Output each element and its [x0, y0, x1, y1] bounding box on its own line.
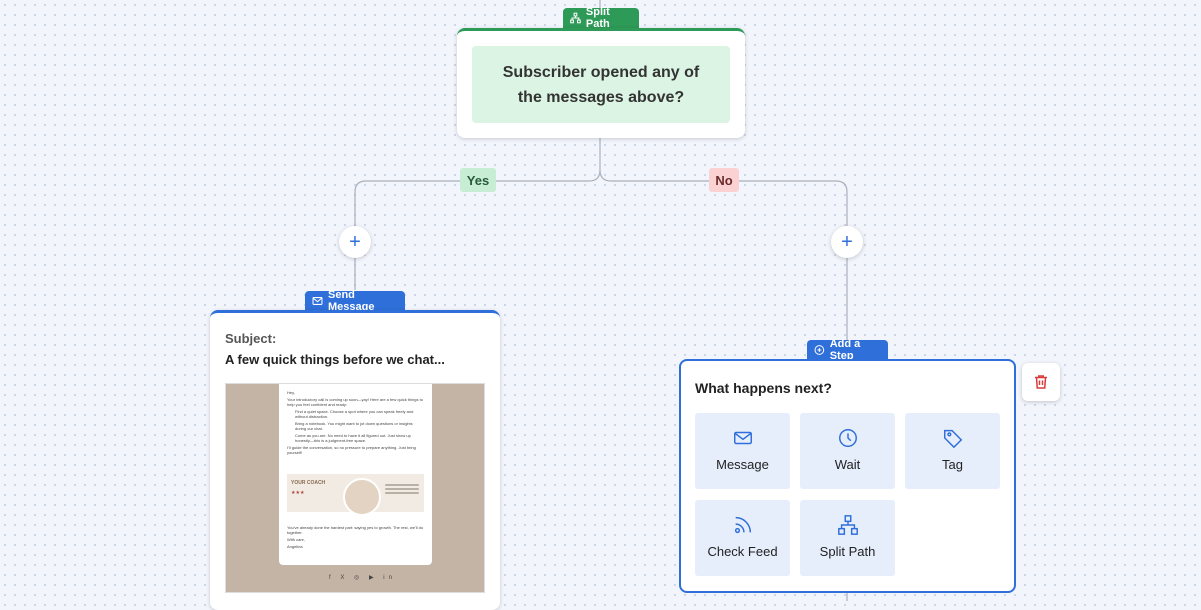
preview-item-2: Bring a notebook. You might want to jot … [295, 421, 413, 431]
preview-item-1: Find a quiet space. Choose a spot where … [295, 409, 414, 419]
split-path-badge-label: Split Path [585, 6, 610, 30]
split-condition: Subscriber opened any of the messages ab… [472, 46, 730, 123]
send-message-card[interactable]: Subject: A few quick things before we ch… [210, 310, 500, 610]
option-message-label: Message [716, 457, 769, 472]
envelope-icon [312, 297, 323, 305]
envelope-icon [733, 431, 752, 445]
add-step-title: What happens next? [695, 380, 832, 396]
preview-sign-off: With care, [287, 537, 306, 542]
linkedin-icon: in [383, 575, 396, 581]
trash-icon [1035, 375, 1047, 389]
yes-branch-label: Yes [460, 168, 496, 192]
plus-circle-icon [814, 345, 825, 355]
x-icon: X [340, 575, 349, 581]
preview-closing: I'll guide the conversation, so no press… [287, 445, 416, 455]
email-preview-paper: Hey, Your introductory call is coming up… [279, 384, 432, 565]
preview-social-icons: f X ◎ ▶ in [329, 574, 396, 581]
subject-text: A few quick things before we chat... [225, 352, 445, 367]
delete-step-button[interactable] [1022, 363, 1060, 401]
option-split-path-label: Split Path [819, 544, 876, 559]
email-preview[interactable]: Hey, Your introductory call is coming up… [225, 383, 485, 593]
option-check-feed-label: Check Feed [707, 544, 778, 559]
split-icon [837, 515, 858, 535]
add-step-badge: Add a Step [807, 338, 888, 362]
add-step-button-yes[interactable]: + [339, 226, 371, 258]
split-path-badge: Split Path [563, 6, 639, 30]
split-path-card[interactable]: Subscriber opened any of the messages ab… [457, 28, 745, 138]
subject-label: Subject: [225, 331, 277, 346]
option-tag[interactable]: Tag [905, 413, 1000, 489]
rss-icon [734, 516, 751, 534]
tag-icon [943, 429, 962, 449]
preview-intro: Your introductory call is coming up soon… [287, 397, 423, 407]
coach-signature-block: YOUR COACH ★★★ [287, 474, 424, 516]
clock-icon [838, 429, 857, 447]
add-step-button-no[interactable]: + [831, 226, 863, 258]
option-message[interactable]: Message [695, 413, 790, 489]
split-condition-line2: the messages above? [517, 88, 685, 106]
split-condition-line1: Subscriber opened any of [502, 63, 700, 81]
youtube-icon: ▶ [368, 575, 378, 581]
option-tag-label: Tag [942, 457, 963, 472]
no-branch-label: No [709, 168, 739, 192]
preview-footer-text: You've already done the hardest part: sa… [287, 525, 424, 535]
send-message-badge: Send Message [305, 289, 405, 313]
option-wait-label: Wait [834, 457, 861, 472]
preview-item-3: Come as you are. No need to have it all … [295, 433, 411, 443]
facebook-icon: f [329, 575, 335, 581]
preview-greeting: Hey, [287, 390, 295, 395]
option-split-path[interactable]: Split Path [800, 500, 895, 576]
preview-signature: Angelina [287, 544, 303, 549]
coach-photo [343, 478, 381, 516]
instagram-icon: ◎ [354, 575, 364, 581]
coach-title: YOUR COACH [291, 480, 326, 486]
split-icon [570, 12, 581, 24]
coach-stars: ★★★ [291, 490, 305, 496]
add-step-card: What happens next? Message Wait Tag Chec… [679, 359, 1016, 593]
option-wait[interactable]: Wait [800, 413, 895, 489]
option-check-feed[interactable]: Check Feed [695, 500, 790, 576]
